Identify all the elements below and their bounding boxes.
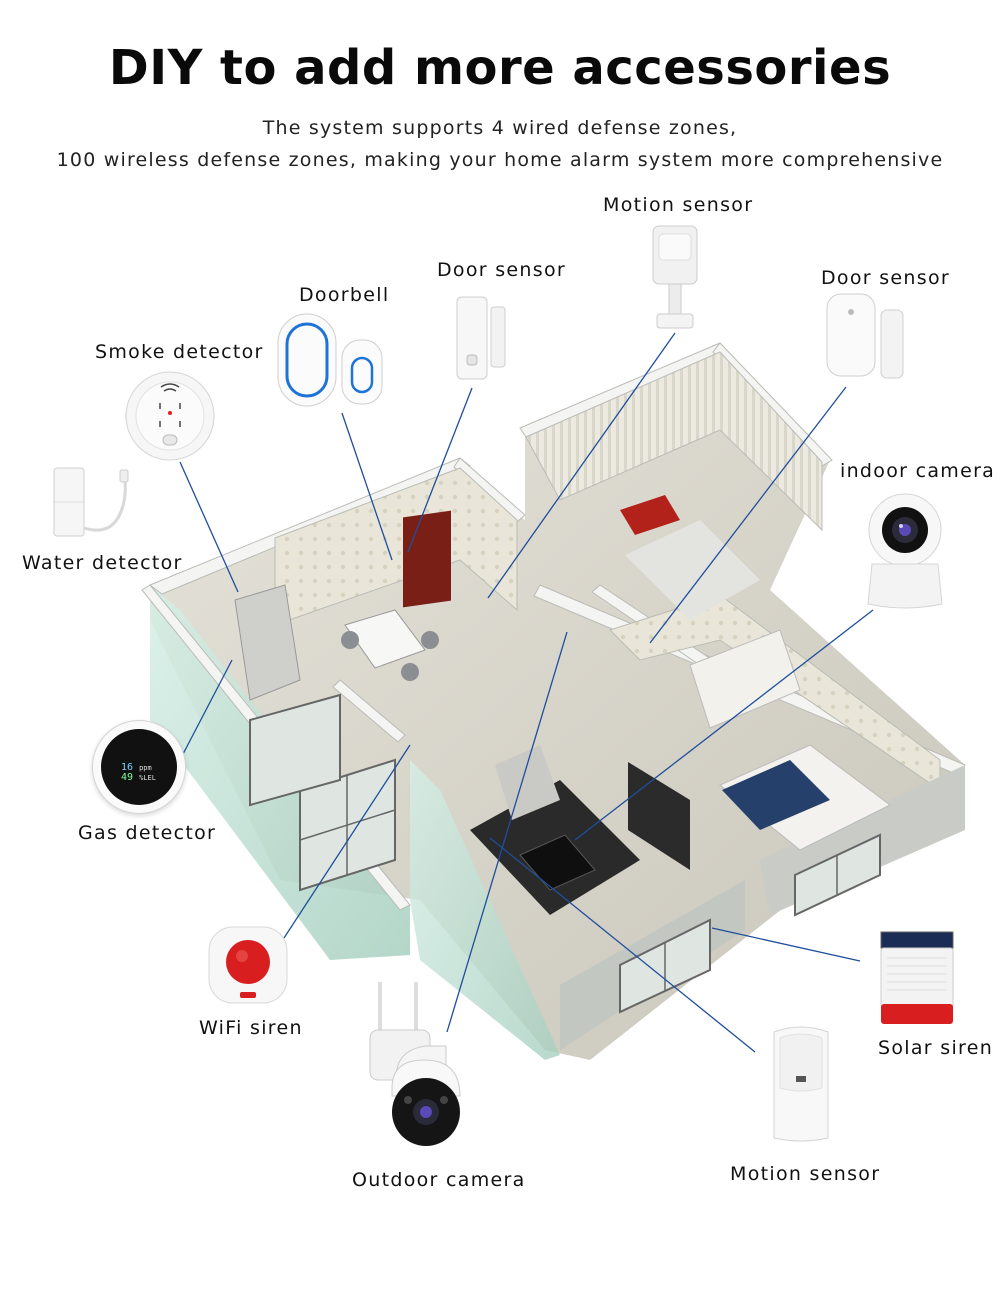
label-motion-sensor-top: Motion sensor (603, 194, 754, 216)
label-water-detector: Water detector (22, 552, 183, 574)
gas-detector-device: 16 ppm 49 %LEL (92, 720, 186, 814)
label-door-sensor-left: Door sensor (437, 259, 566, 281)
gas-detector-screen: 16 ppm 49 %LEL (101, 729, 177, 805)
label-gas-detector: Gas detector (78, 822, 217, 844)
indoor-camera-device (867, 493, 943, 609)
water-detector-device (53, 467, 129, 537)
label-door-sensor-right: Door sensor (821, 267, 950, 289)
front-door (403, 510, 451, 608)
gas-unit-2: %LEL (139, 774, 156, 782)
gas-reading-1: 16 (121, 762, 134, 773)
kitchen-fridge (234, 584, 301, 701)
page-title: DIY to add more accessories (108, 40, 892, 96)
outdoor-camera-device (369, 982, 461, 1146)
label-motion-sensor-bottom: Motion sensor (730, 1163, 881, 1185)
door-sensor-device-right (826, 293, 904, 379)
solar-siren-device (880, 931, 954, 1024)
label-solar-siren: Solar siren (878, 1037, 994, 1059)
label-indoor-camera: indoor camera (840, 460, 996, 482)
motion-sensor-wall-device (773, 1026, 829, 1142)
dining-table (344, 609, 426, 669)
subtitle-line-1: The system supports 4 wired defense zone… (262, 117, 738, 139)
gas-reading-2: 49 (121, 772, 134, 783)
wifi-siren-device (208, 926, 288, 1004)
door-sensor-device-left (456, 296, 506, 380)
subtitle-line-2: 100 wireless defense zones, making your … (56, 149, 944, 171)
label-smoke-detector: Smoke detector (95, 341, 264, 363)
motion-sensor-ceiling-device (652, 225, 698, 329)
label-outdoor-camera: Outdoor camera (352, 1169, 526, 1191)
label-doorbell: Doorbell (299, 284, 390, 306)
smoke-detector-device (125, 371, 215, 461)
doorbell-device (277, 313, 383, 407)
gas-unit-1: ppm (139, 764, 152, 772)
label-wifi-siren: WiFi siren (199, 1017, 303, 1039)
